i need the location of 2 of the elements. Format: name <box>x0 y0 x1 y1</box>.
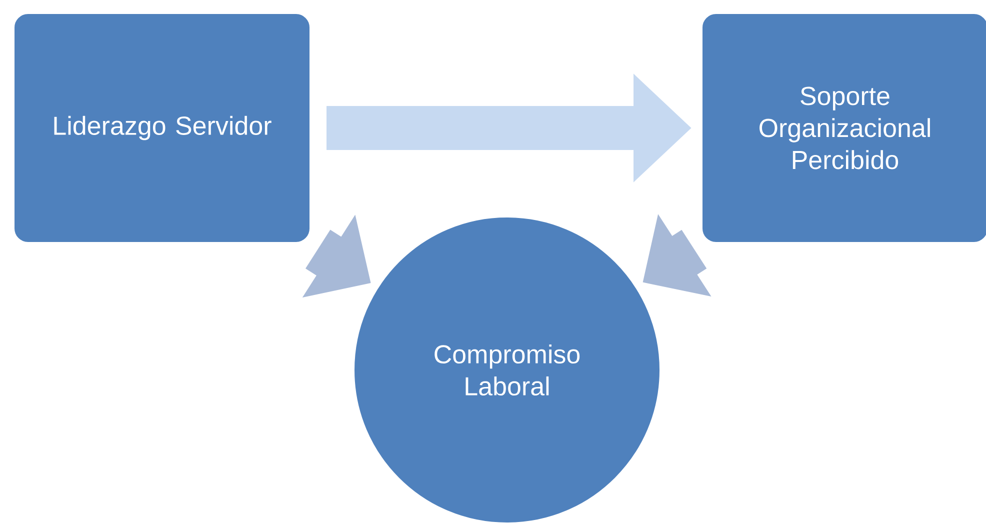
process-box: Soporte Organizacional Percibido <box>698 9 986 247</box>
process-box: Liderazgo Servidor <box>10 9 314 247</box>
